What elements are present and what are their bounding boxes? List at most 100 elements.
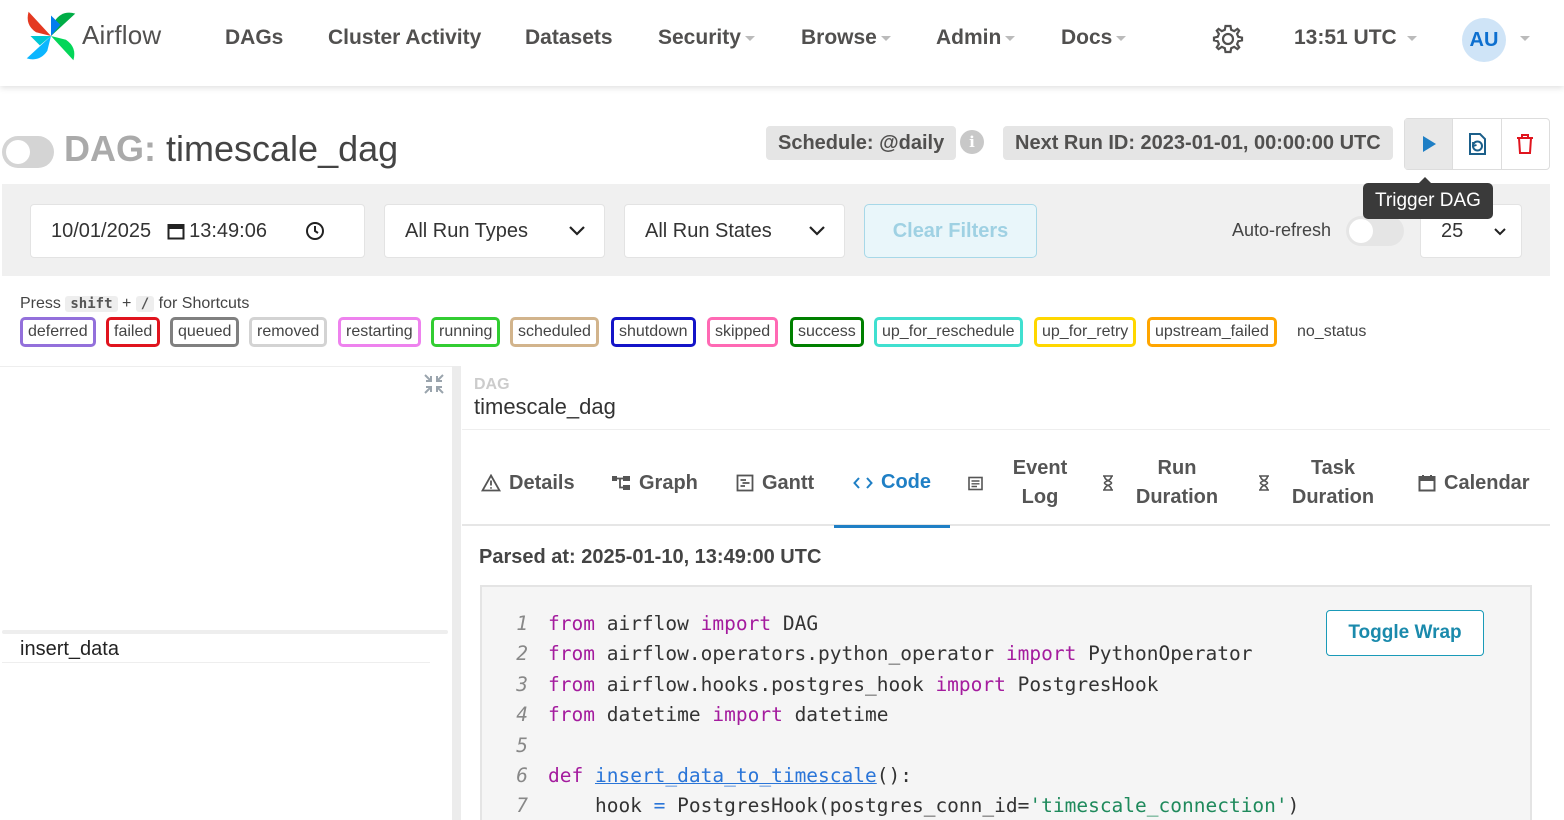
nav-cluster-activity[interactable]: Cluster Activity	[328, 26, 482, 49]
tab-label: Graph	[639, 471, 698, 494]
tab-event-log[interactable]: Event Log	[968, 440, 1079, 526]
tab-code[interactable]: Code	[834, 440, 950, 528]
chevron-down-icon	[809, 226, 825, 236]
toggle-knob	[6, 140, 30, 164]
run-state-select[interactable]: All Run States	[624, 204, 845, 258]
user-avatar[interactable]: AU	[1462, 18, 1506, 62]
shortcut-suffix: for Shortcuts	[158, 295, 250, 312]
trigger-dag-tooltip: Trigger DAG	[1363, 177, 1493, 219]
base-date-input[interactable]: 10/01/2025 13:49:06	[30, 204, 365, 258]
gear-icon[interactable]	[1212, 23, 1244, 55]
legend-no-status[interactable]: no_status	[1297, 323, 1367, 340]
details-dag-id[interactable]: timescale_dag	[474, 394, 616, 419]
tab-label: Gantt	[762, 471, 815, 494]
warning-icon	[481, 474, 501, 492]
details-dag-label: DAG	[474, 376, 510, 393]
tab-label: Run Duration	[1135, 457, 1219, 508]
legend-removed[interactable]: removed	[249, 317, 328, 347]
run-type-select[interactable]: All Run Types	[384, 204, 605, 258]
code-line: 5	[516, 734, 528, 757]
graph-icon	[611, 474, 631, 492]
hourglass-icon	[1258, 475, 1270, 491]
next-run-badge: Next Run ID: 2023-01-01, 00:00:00 UTC	[1003, 126, 1393, 160]
tab-graph[interactable]: Graph	[611, 440, 698, 526]
legend-failed[interactable]: failed	[106, 317, 161, 347]
shortcut-hint: Press shift + / for Shortcuts	[20, 295, 249, 313]
schedule-badge: Schedule: @daily	[766, 126, 957, 160]
parsed-at-text: Parsed at: 2025-01-10, 13:49:00 UTC	[479, 546, 822, 568]
nav-docs[interactable]: Docs	[1061, 26, 1127, 50]
event-log-icon	[968, 476, 983, 491]
legend-queued[interactable]: queued	[170, 317, 240, 347]
nav-datasets[interactable]: Datasets	[525, 26, 613, 49]
refresh-dag-button[interactable]	[1453, 119, 1502, 169]
divider	[462, 429, 1550, 430]
legend-success[interactable]: success	[790, 317, 864, 347]
caret-down-icon	[1116, 35, 1127, 41]
panel-resize-handle[interactable]	[452, 366, 461, 820]
legend-upstream-failed[interactable]: upstream_failed	[1147, 317, 1277, 347]
utc-clock[interactable]: 13:51 UTC	[1294, 26, 1417, 50]
collapse-icon[interactable]	[422, 372, 446, 396]
detail-tabs: Details Graph Gantt Code Event Log Run D…	[462, 440, 1550, 528]
code-icon	[853, 476, 873, 490]
tab-task-duration[interactable]: Task Duration	[1258, 440, 1378, 526]
caret-down-icon	[880, 35, 891, 41]
task-row-label[interactable]: insert_data	[20, 638, 119, 660]
nav-security[interactable]: Security	[658, 26, 755, 50]
tab-label: Event Log	[1012, 457, 1068, 508]
caret-down-icon	[1406, 35, 1417, 41]
dag-pause-toggle[interactable]	[2, 136, 54, 168]
tab-gantt[interactable]: Gantt	[736, 440, 814, 526]
date-value: 10/01/2025	[51, 219, 152, 242]
info-icon[interactable]: i	[960, 130, 984, 154]
trash-icon	[1517, 134, 1534, 154]
legend-skipped[interactable]: skipped	[707, 317, 779, 347]
dag-action-buttons	[1404, 118, 1550, 170]
dag-prefix: DAG:	[64, 128, 156, 169]
calendar-icon	[1418, 474, 1436, 492]
dag-grid-panel	[0, 366, 452, 820]
legend-shutdown[interactable]: shutdown	[611, 317, 696, 347]
legend-up-for-reschedule[interactable]: up_for_reschedule	[874, 317, 1023, 347]
run-state-value: All Run States	[645, 219, 772, 242]
clock-icon[interactable]	[305, 221, 325, 241]
auto-refresh-label: Auto-refresh	[1232, 220, 1332, 240]
brand-name[interactable]: Airflow	[82, 20, 162, 50]
clear-filters-button[interactable]: Clear Filters	[864, 204, 1037, 258]
legend-scheduled[interactable]: scheduled	[510, 317, 599, 347]
legend-running[interactable]: running	[431, 317, 501, 347]
nav-admin[interactable]: Admin	[936, 26, 1016, 50]
calendar-icon[interactable]	[167, 222, 185, 240]
chevron-down-icon	[1494, 228, 1506, 236]
task-row-divider	[2, 662, 430, 663]
toggle-wrap-button[interactable]: Toggle Wrap	[1326, 610, 1484, 656]
legend-restarting[interactable]: restarting	[338, 317, 421, 347]
shortcut-press-text: Press	[20, 295, 61, 312]
play-icon	[1422, 136, 1436, 152]
toggle-knob	[1349, 219, 1373, 243]
tab-label: Calendar	[1444, 471, 1530, 494]
caret-down-icon	[1005, 35, 1016, 41]
legend-up-for-retry[interactable]: up_for_retry	[1034, 317, 1137, 347]
tab-run-duration[interactable]: Run Duration	[1102, 440, 1222, 526]
nav-dags[interactable]: DAGs	[225, 26, 284, 49]
airflow-logo[interactable]	[22, 8, 80, 64]
delete-dag-button[interactable]	[1502, 119, 1549, 169]
caret-down-icon[interactable]	[1520, 36, 1530, 41]
chevron-down-icon	[569, 226, 585, 236]
tab-calendar[interactable]: Calendar	[1418, 440, 1530, 526]
auto-refresh-toggle[interactable]	[1346, 216, 1404, 246]
tab-label: Task Duration	[1291, 457, 1375, 508]
reparse-icon	[1468, 133, 1486, 155]
nav-browse[interactable]: Browse	[801, 26, 891, 50]
legend-deferred[interactable]: deferred	[20, 317, 96, 347]
gantt-icon	[736, 474, 754, 492]
trigger-dag-button[interactable]	[1405, 119, 1454, 169]
tab-details[interactable]: Details	[481, 440, 575, 526]
